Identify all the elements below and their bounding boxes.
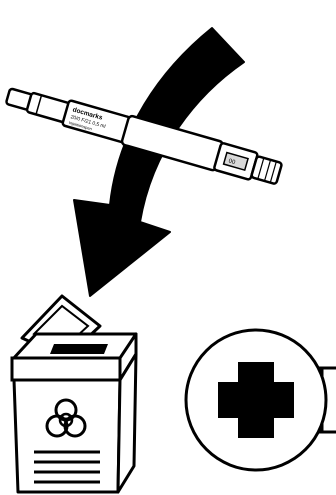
sharps-container-icon bbox=[12, 296, 136, 492]
pharmacy-cross-icon bbox=[186, 330, 336, 470]
